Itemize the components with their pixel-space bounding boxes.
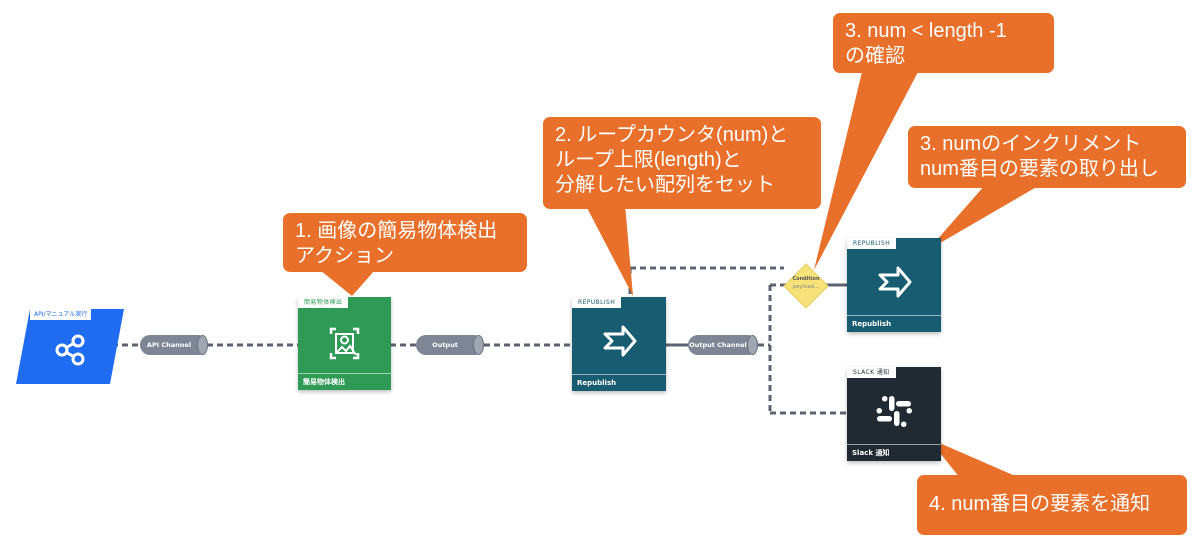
- condition-title: Condition: [792, 276, 820, 282]
- output-pipe[interactable]: Output: [416, 335, 484, 355]
- detect-node[interactable]: 簡易物体検出 簡易物体検出: [298, 297, 391, 390]
- callout-3b: 3. numのインクリメント num番目の要素の取り出し: [908, 126, 1186, 188]
- trigger-tag: API/マニュアル実行: [30, 309, 92, 320]
- callout-4: 4. num番目の要素を通知: [917, 475, 1187, 535]
- slack-tag: SLACK 通知: [847, 367, 896, 378]
- republish-loop-node[interactable]: REPUBLISH Republish: [847, 238, 941, 332]
- republish-main-tag: REPUBLISH: [572, 297, 622, 308]
- output-label: Output: [432, 341, 458, 349]
- republish-loop-tag: REPUBLISH: [847, 238, 897, 249]
- detect-tag: 簡易物体検出: [298, 297, 349, 308]
- callout-3a: 3. num < length -1 の確認: [833, 13, 1054, 73]
- callout-2: 2. ループカウンタ(num)と ループ上限(length)と 分解したい配列を…: [543, 117, 821, 209]
- republish-main-name: Republish: [572, 374, 666, 391]
- slack-node[interactable]: SLACK 通知 Slack 通知: [847, 367, 941, 461]
- callout-pointer-1: [320, 270, 375, 296]
- output-channel-label: Output Channel: [689, 341, 747, 349]
- share-icon: [55, 334, 85, 366]
- api-channel-cap: [197, 335, 208, 355]
- output-cap: [473, 335, 484, 355]
- detect-name: 簡易物体検出: [298, 373, 391, 390]
- republish-arrow-icon: [603, 325, 637, 357]
- republish-main-node[interactable]: REPUBLISH Republish: [572, 297, 666, 391]
- callout-1: 1. 画像の簡易物体検出 アクション: [283, 213, 527, 272]
- condition-subtitle: payload...: [792, 284, 820, 290]
- callout-pointer-2: [585, 204, 633, 296]
- image-detect-icon: [329, 327, 360, 360]
- callout-pointer-3a: [814, 72, 918, 270]
- api-channel-label: API Channel: [146, 341, 192, 349]
- republish-loop-name: Republish: [847, 315, 941, 332]
- slack-icon: [876, 396, 912, 427]
- condition-diamond: [783, 263, 829, 309]
- api-channel-pipe[interactable]: API Channel: [140, 335, 208, 355]
- republish-arrow-icon: [878, 266, 912, 298]
- trigger-node[interactable]: API/マニュアル実行: [16, 309, 124, 384]
- output-channel-cap: [747, 335, 758, 355]
- condition-node[interactable]: Condition payload...: [783, 263, 829, 309]
- output-channel-pipe[interactable]: Output Channel: [688, 335, 758, 355]
- slack-name: Slack 通知: [847, 444, 941, 461]
- callout-pointer-3b: [928, 185, 1040, 250]
- callout-pointer-4: [928, 438, 1020, 478]
